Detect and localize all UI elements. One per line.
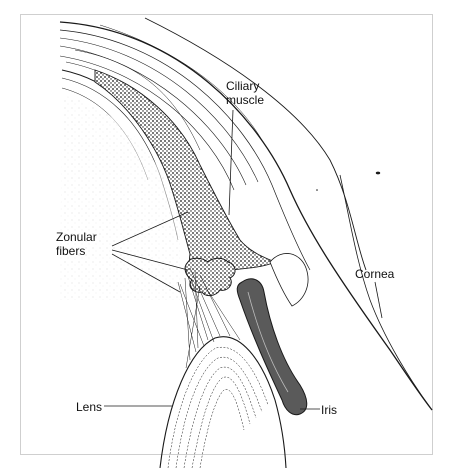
zonular-label-line2: fibers (56, 244, 126, 258)
ciliary-label-line2: muscle (226, 93, 286, 107)
ciliary-leader (229, 110, 233, 215)
lens-label: Lens (76, 400, 102, 414)
zonular-fibers-label: Zonular fibers (56, 230, 126, 258)
cornea-label: Cornea (355, 267, 394, 281)
zonular-label-line1: Zonular (56, 230, 126, 244)
cornea-leader (375, 282, 382, 318)
stray-marks (316, 172, 380, 191)
iris-label: Iris (321, 403, 337, 417)
ciliary-label-line1: Ciliary (226, 79, 286, 93)
scleral-spur (270, 253, 308, 306)
ciliary-muscle-label: Ciliary muscle (226, 79, 286, 107)
